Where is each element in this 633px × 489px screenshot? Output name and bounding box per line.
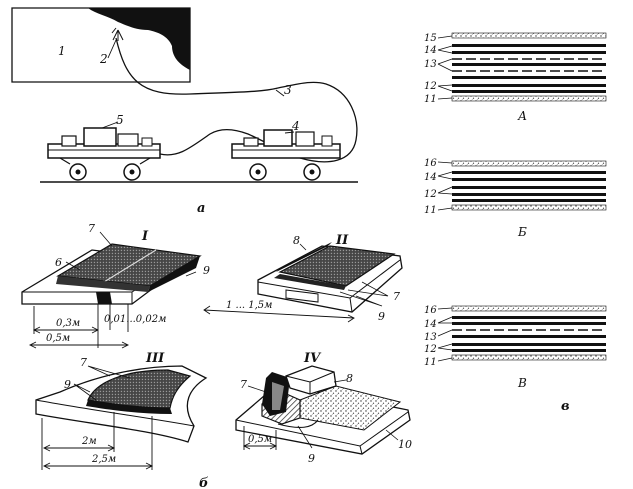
layer-label-16: 16 (424, 305, 437, 316)
layer-label-16: 16 (424, 158, 437, 169)
callout-7d: 7 (240, 378, 247, 391)
layer-label-11: 11 (424, 205, 437, 216)
layer-stack-A: 15 14 13 12 11 А (424, 32, 607, 123)
layer-label-12: 12 (424, 344, 437, 355)
furnace-wall (11, 7, 191, 83)
roman-II: II (335, 233, 349, 248)
panel-v-letter: в (561, 399, 570, 414)
callout-9: 9 (203, 264, 210, 277)
roman-I: I (141, 229, 149, 244)
hose-line (115, 37, 358, 163)
section-title-B: Б (517, 225, 527, 239)
dim-2m: 2м (81, 436, 97, 447)
panel-b-letter: б (199, 476, 209, 489)
roman-III: III (145, 351, 165, 366)
part-III: 9 7 III 2м 2,5м (35, 351, 208, 470)
dim-0.3m: 0,3м (56, 318, 80, 329)
layer-stack-V: 16 14 13 12 11 В (424, 305, 607, 390)
roman-IV: IV (303, 351, 322, 366)
layer-label-13: 13 (424, 332, 437, 343)
section-title-A: А (517, 109, 527, 123)
callout-7: 7 (88, 222, 95, 235)
layer-label-12: 12 (424, 81, 437, 92)
part-II: 8 7 9 II 1 ... 1,5м (203, 233, 403, 323)
callout-9d: 9 (308, 452, 315, 465)
dim-0.5m: 0,5м (46, 333, 70, 344)
callout-8d: 8 (346, 372, 353, 385)
dim-1-1.5m: 1 ... 1,5м (226, 300, 272, 311)
layer-label-14: 14 (424, 45, 437, 56)
part-IV: 7 8 9 10 IV 0,5м (235, 351, 412, 465)
dim-2.5m: 2,5м (91, 454, 116, 465)
layer-label-15: 15 (424, 33, 437, 44)
tuyere-icon (111, 27, 124, 41)
panel-b: 6 7 9 I 0,3м 0,01...0,02м 0,5м 8 7 9 II … (21, 222, 412, 489)
cart-left (47, 127, 161, 181)
callout-10: 10 (398, 438, 412, 451)
dim-0.5m-IV: 0,5м (248, 434, 272, 445)
layer-label-13: 13 (424, 59, 437, 70)
layer-label-11: 11 (424, 94, 437, 105)
layer-label-11: 11 (424, 357, 437, 368)
section-title-V: В (517, 376, 527, 390)
panel-v: 15 14 13 12 11 А 16 14 12 11 Б (424, 32, 607, 414)
panel-a-letter: а (197, 201, 205, 216)
layer-stack-B: 16 14 12 11 Б (424, 158, 607, 239)
part-I: 6 7 9 I 0,3м 0,01...0,02м 0,5м (21, 222, 210, 349)
callout-7b: 7 (393, 290, 400, 303)
cart-right (231, 129, 341, 181)
callout-5: 5 (116, 113, 124, 127)
leader-lines-a (101, 39, 295, 134)
callout-9b: 9 (378, 310, 385, 323)
callout-4: 4 (291, 119, 300, 133)
layer-label-14: 14 (424, 319, 437, 330)
layer-label-12: 12 (424, 189, 437, 200)
callout-6: 6 (55, 256, 62, 269)
layer-label-14: 14 (424, 172, 437, 183)
panel-a: 1 2 3 4 5 а (11, 7, 358, 216)
dim-gap: 0,01...0,02м (104, 314, 166, 325)
callout-8: 8 (293, 234, 300, 247)
callout-1: 1 (58, 44, 66, 58)
callout-2: 2 (99, 52, 108, 66)
callout-3: 3 (284, 83, 292, 97)
callout-9c: 9 (64, 378, 71, 391)
callout-7c: 7 (80, 356, 87, 369)
